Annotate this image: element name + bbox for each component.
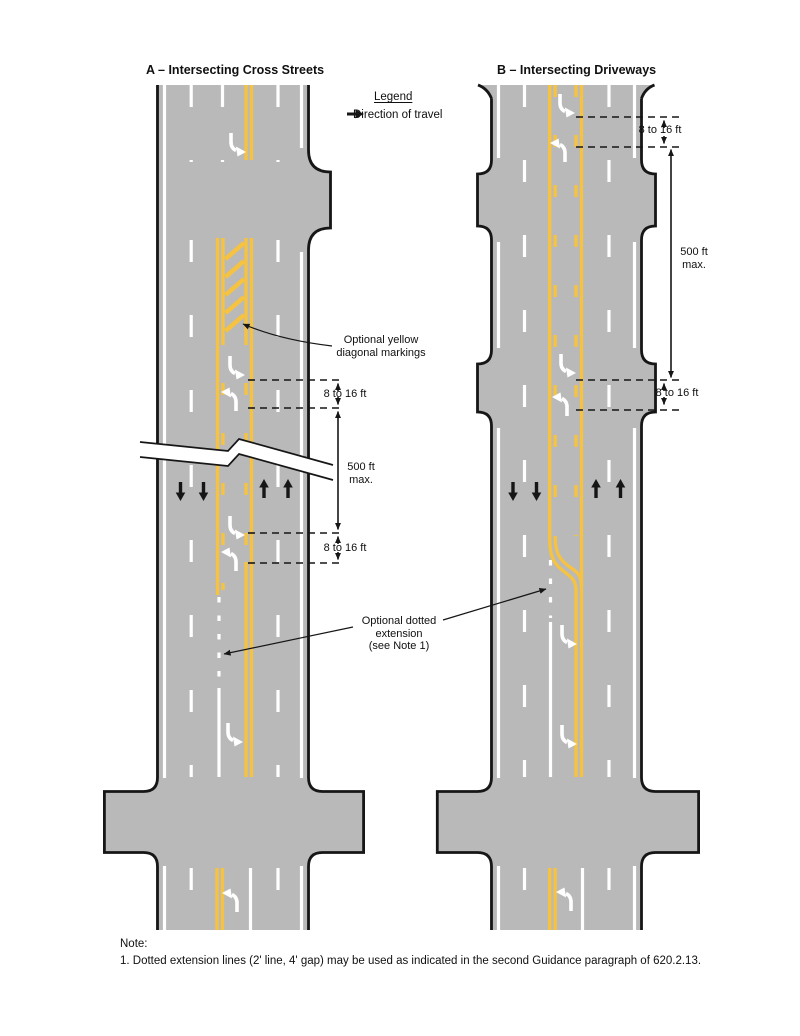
diagonal-hatch-stripe: [224, 259, 246, 279]
road-b-top-flare-curb: [640, 83, 656, 100]
road-a-surface: [103, 85, 365, 930]
diagonal-hatch-stripe: [224, 241, 246, 261]
road-b-top-flare-curb: [477, 83, 493, 100]
road-a-side-street-curb: [307, 149, 332, 251]
break-symbol: [139, 438, 334, 481]
road-b-surface: [435, 83, 700, 930]
road-b-driveway-pavement: [477, 160, 492, 240]
break-symbol-band: [140, 439, 333, 480]
diagonal-hatch-stripe: [224, 295, 246, 315]
diagonal-hatch-stripe: [224, 277, 246, 297]
dimension-label-line: max.: [349, 473, 373, 486]
dimension-label-b-upper: 8 to 16 ft: [638, 124, 682, 136]
road-a-side-street-pavement: [308, 150, 331, 250]
panel-b-title: B – Intersecting Driveways: [497, 63, 657, 77]
road-a-cross-street-curb-right: [307, 777, 365, 867]
road-a-cross-street-curb-left: [103, 777, 159, 867]
dimension-label-a-lower: 8 to 16 ft: [323, 541, 367, 554]
dimension-label-line: 500 ft: [680, 246, 708, 258]
road-b-cross-street-pavement: [437, 777, 699, 867]
callout-dotted-extension: Optional dotted extension (see Note 1): [348, 615, 450, 653]
panel-a-title: A – Intersecting Cross Streets: [146, 63, 325, 77]
twltl-merge-taper: [548, 537, 578, 591]
callout-line: extension: [375, 627, 423, 640]
road-b-cross-street-curb-left: [435, 777, 493, 867]
callout-line: (see Note 1): [368, 640, 430, 652]
callout-line: Optional yellow: [343, 334, 419, 346]
road-b-top-flare-left: [478, 85, 492, 99]
callout-line: Optional dotted: [361, 615, 437, 627]
dimension-label-b-spacing: 500 ft max.: [671, 246, 717, 271]
dimension-label-line: max.: [682, 258, 706, 271]
leader-line: [223, 626, 354, 656]
leader-line: [242, 323, 333, 347]
dimension-label-a-upper: 8 to 16 ft: [323, 388, 367, 400]
dimension-label-b-lower: 8 to 16 ft: [655, 387, 699, 399]
road-b-markings: [496, 85, 637, 930]
dimension-label-line: 500 ft: [347, 461, 375, 473]
road-b-driveway-pavement: [477, 350, 492, 426]
callout-leaders: [223, 323, 547, 656]
road-b-cross-street-curb-right: [640, 777, 700, 867]
dimension-label-a-spacing: 500 ft max.: [338, 461, 384, 486]
note-body: 1. Dotted extension lines (2' line, 4' g…: [120, 955, 702, 967]
dimensions-a: [248, 379, 344, 564]
legend-title: Legend: [374, 91, 413, 103]
legend-item-direction-of-travel: Direction of travel: [347, 109, 442, 121]
callout-yellow-diagonal-markings: Optional yellow diagonal markings: [328, 334, 434, 359]
road-b-driveway-pavement: [641, 350, 656, 426]
note-title: Note:: [120, 938, 148, 950]
road-b-top-flare-right: [641, 85, 655, 99]
road-a-cross-street-pavement: [104, 777, 364, 867]
legend-item-label: Direction of travel: [353, 109, 443, 121]
road-b-driveway-curb: [640, 349, 657, 427]
road-b-driveway-curb: [640, 159, 657, 241]
break-symbol-edge: [139, 438, 334, 466]
dimensions-b: [576, 116, 682, 411]
break-symbol-edge: [139, 453, 334, 481]
road-b-driveway-curb: [476, 349, 493, 427]
twltl-merge-taper: [553, 535, 584, 587]
road-b-driveway-pavement: [641, 160, 656, 240]
callout-line: diagonal markings: [336, 346, 426, 359]
road-b-driveway-curb: [476, 159, 493, 241]
diagonal-hatch-stripe: [224, 313, 246, 333]
leader-line: [442, 588, 547, 621]
